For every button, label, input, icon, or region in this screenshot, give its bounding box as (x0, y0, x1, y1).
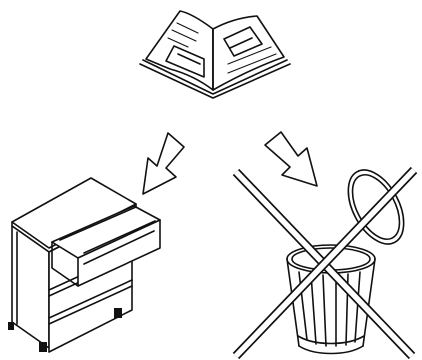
drawer-cabinet-icon (8, 178, 160, 352)
open-booklet-icon (140, 11, 290, 98)
arrow-down-right-icon (265, 132, 317, 186)
arrow-down-left-icon (143, 133, 184, 194)
